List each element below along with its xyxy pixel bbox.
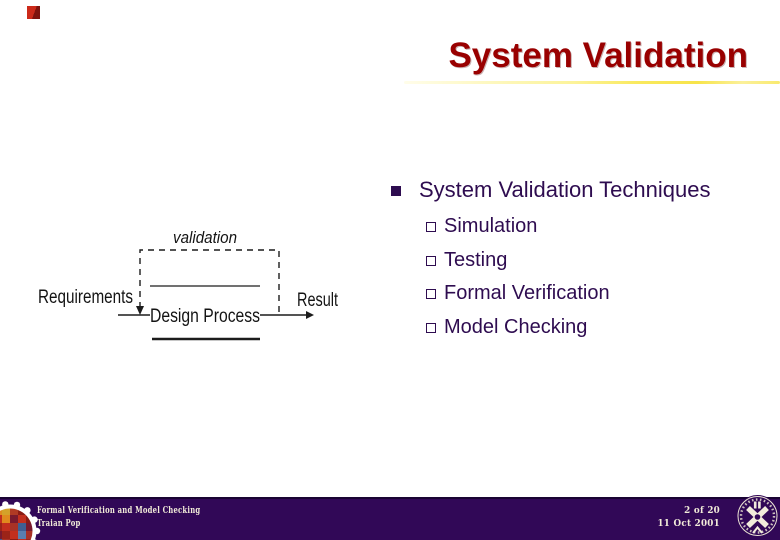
bullet-main-label: System Validation Techniques: [419, 177, 711, 202]
design-process-diagram: validation Requirements Design Process R…: [38, 228, 339, 341]
seal-glyph-center-gap: [754, 514, 761, 520]
footer-bar: [0, 497, 780, 540]
diagram-input-label: Requirements: [38, 287, 133, 308]
hollow-square-bullet-icon: [426, 256, 436, 266]
right-arrowhead-icon: [306, 311, 314, 319]
bullet-sub-label: Testing: [444, 248, 508, 271]
hollow-square-bullet-icon: [426, 323, 436, 333]
slide-title: System Validation: [448, 36, 748, 75]
footer-presentation-title: Formal Verification and Model Checking: [37, 505, 201, 516]
footer-author: Traian Pop: [37, 518, 81, 529]
mosaic-gear-logo: [0, 501, 41, 540]
footer-page-indicator: 2 of 20: [684, 505, 720, 516]
university-seal: [736, 495, 779, 537]
down-arrowhead-icon: [136, 306, 144, 315]
filled-square-bullet-icon: [391, 186, 401, 196]
diagram-loop-label: validation: [173, 228, 237, 247]
bullet-item-formal-verification: Formal Verification: [426, 280, 610, 306]
bullet-item-main: System Validation Techniques: [391, 177, 710, 203]
footer-left-block: Formal Verification and Model Checking T…: [37, 504, 264, 530]
hollow-square-bullet-icon: [426, 222, 436, 232]
hollow-square-bullet-icon: [426, 289, 436, 299]
diagram-process-label: Design Process: [150, 305, 260, 327]
diagram-output-label: Result: [297, 290, 339, 311]
footer-right-block: 2 of 20 11 Oct 2001: [652, 504, 720, 530]
bullet-sub-label: Simulation: [444, 214, 538, 237]
bullet-sub-label: Model Checking: [444, 315, 588, 338]
seal-text-ring: [739, 498, 776, 534]
bullet-sub-label: Formal Verification: [444, 281, 610, 304]
bullet-item-testing: Testing: [426, 247, 507, 273]
corner-marker: [27, 6, 40, 19]
footer-date: 11 Oct 2001: [657, 518, 720, 529]
title-underline: [404, 81, 780, 84]
bullet-item-simulation: Simulation: [426, 213, 537, 239]
bullet-item-model-checking: Model Checking: [426, 314, 587, 340]
seal-outer-ring: [737, 496, 778, 536]
